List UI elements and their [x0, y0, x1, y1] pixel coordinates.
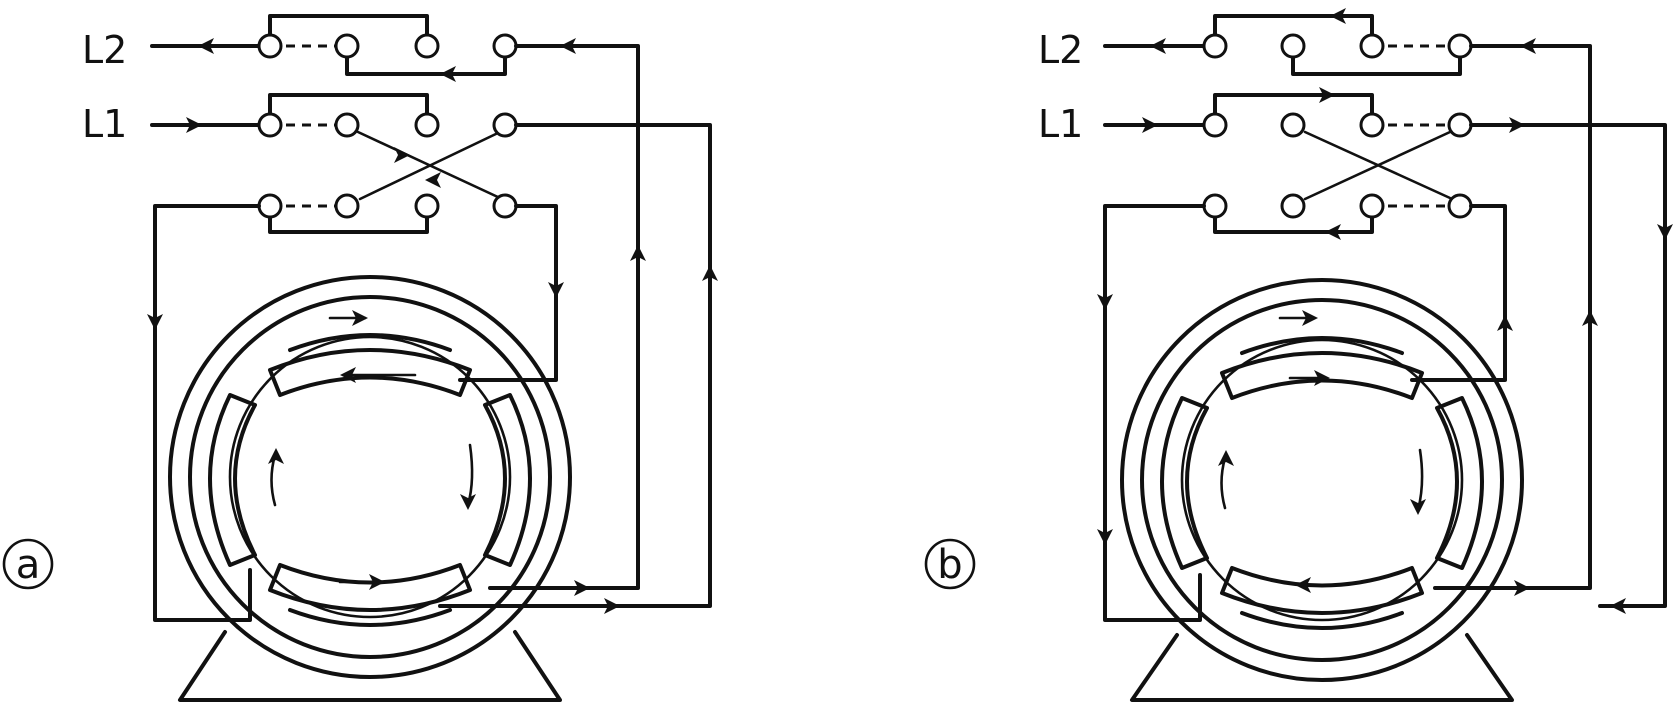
diagram-tag-b: b: [924, 538, 976, 590]
svg-text:a: a: [16, 542, 41, 588]
diagram-a: L2 L1: [2, 14, 718, 702]
line-label-l2: L2: [1038, 28, 1083, 72]
diagram-tag-a: a: [2, 538, 54, 590]
diagram-b: L2 L1: [924, 8, 1673, 702]
external-wiring: [1097, 38, 1673, 622]
motor-frame: [168, 275, 572, 702]
switch-terminal: [257, 33, 518, 219]
drum-switch: [150, 14, 518, 234]
external-wiring: [147, 38, 718, 622]
drum-switch: [1103, 8, 1473, 240]
motor-frame: [1120, 278, 1524, 702]
line-label-l1: L1: [1038, 102, 1083, 146]
line-label-l1: L1: [82, 102, 127, 146]
svg-text:b: b: [937, 542, 962, 588]
switch-terminal: [1202, 33, 1473, 219]
line-label-l2: L2: [82, 28, 127, 72]
